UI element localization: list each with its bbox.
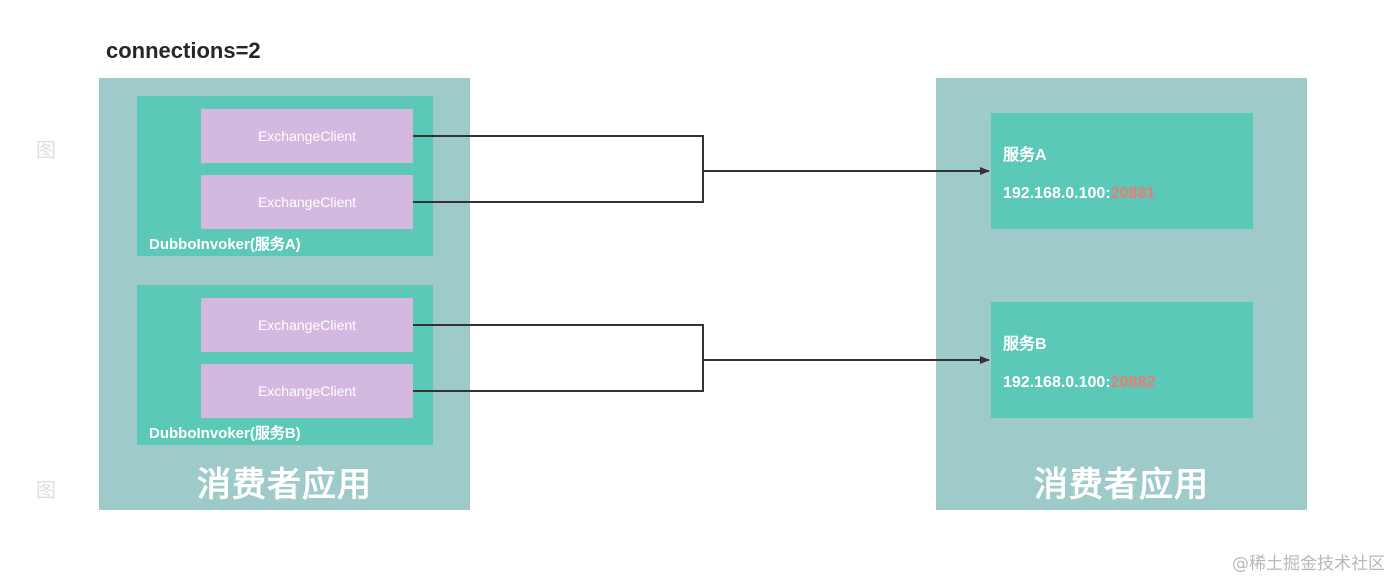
- left-consumer-app: ExchangeClient ExchangeClient DubboInvok…: [99, 78, 470, 510]
- connector-b1: [413, 324, 704, 360]
- service-b-port: 20882: [1110, 374, 1156, 391]
- service-a-box: 服务A 192.168.0.100:20881: [991, 113, 1253, 229]
- service-a-name: 服务A: [1003, 147, 1047, 164]
- connector-a1: [413, 135, 704, 171]
- right-consumer-app: 服务A 192.168.0.100:20881 服务B 192.168.0.10…: [936, 78, 1307, 510]
- watermark-icon: 图: [36, 478, 56, 502]
- diagram-title: connections=2: [106, 38, 261, 63]
- invoker-a-label: DubboInvoker(服务A): [149, 236, 301, 253]
- service-b-address: 192.168.0.100:20882: [1003, 374, 1155, 392]
- exchange-client-a1: ExchangeClient: [201, 109, 413, 163]
- watermark-icon: 图: [36, 138, 56, 162]
- exchange-client-b1: ExchangeClient: [201, 298, 413, 352]
- dubbo-invoker-b: ExchangeClient ExchangeClient DubboInvok…: [137, 285, 433, 445]
- exchange-client-b2: ExchangeClient: [201, 364, 413, 418]
- connector-a2: [413, 171, 704, 203]
- footer-watermark: @稀土掘金技术社区: [1232, 554, 1385, 574]
- service-b-box: 服务B 192.168.0.100:20882: [991, 302, 1253, 418]
- service-b-name: 服务B: [1003, 336, 1047, 353]
- service-b-host: 192.168.0.100:: [1003, 374, 1111, 391]
- left-app-label: 消费者应用: [197, 466, 372, 504]
- right-app-label: 消费者应用: [1034, 466, 1209, 504]
- invoker-b-label: DubboInvoker(服务B): [149, 425, 301, 442]
- service-a-host: 192.168.0.100:: [1003, 185, 1111, 202]
- dubbo-invoker-a: ExchangeClient ExchangeClient DubboInvok…: [137, 96, 433, 256]
- service-a-port: 20881: [1110, 185, 1156, 202]
- exchange-client-a2: ExchangeClient: [201, 175, 413, 229]
- connector-b2: [413, 360, 704, 392]
- service-a-address: 192.168.0.100:20881: [1003, 185, 1155, 203]
